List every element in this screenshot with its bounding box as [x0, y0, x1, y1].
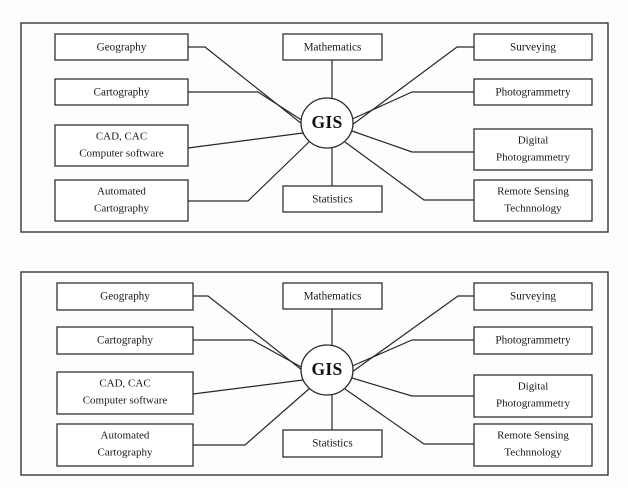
node-label-line1: CAD, CAC — [96, 131, 147, 143]
connector-remote-sensing — [344, 141, 474, 201]
gis-center-label: GIS — [311, 112, 342, 132]
node-label-line2: Photogrammetry — [496, 152, 570, 164]
node-label-line1: CAD, CAC — [99, 378, 150, 390]
node-cad-cac[interactable]: CAD, CAC Computer software — [56, 371, 194, 415]
node-label-line1: Remote Sensing — [497, 430, 569, 442]
node-label: Surveying — [510, 291, 556, 303]
connector-geography — [193, 295, 308, 375]
node-statistics[interactable]: Statistics — [282, 185, 383, 213]
node-gis-center[interactable]: GIS — [300, 344, 354, 396]
node-photogrammetry[interactable]: Photogrammetry — [473, 326, 593, 355]
connector-surveying — [351, 295, 474, 373]
node-surveying[interactable]: Surveying — [473, 282, 593, 311]
node-label-line1: Remote Sensing — [497, 186, 569, 198]
node-label-line1: Digital — [518, 135, 549, 147]
gis-relationship-diagram-bottom: Geography Cartography CAD, CAC Computer … — [0, 244, 628, 488]
connector-cartography — [193, 339, 304, 369]
node-surveying[interactable]: Surveying — [473, 33, 593, 61]
node-mathematics[interactable]: Mathematics — [282, 33, 383, 61]
node-label-line2: Computer software — [79, 148, 164, 160]
connector-cartography — [188, 91, 304, 122]
node-label-line2: Cartography — [94, 203, 149, 215]
node-label-line2: Technnology — [504, 203, 562, 215]
connector-automated-cartography — [188, 140, 311, 202]
node-label: Cartography — [94, 87, 150, 99]
node-statistics[interactable]: Statistics — [282, 429, 383, 458]
node-automated-cartography[interactable]: Automated Cartography — [56, 423, 194, 467]
node-label-line1: Automated — [97, 186, 146, 198]
node-label: Geography — [100, 291, 150, 303]
node-photogrammetry[interactable]: Photogrammetry — [473, 78, 593, 106]
node-label-line1: Digital — [518, 381, 549, 393]
node-remote-sensing[interactable]: Remote Sensing Technnology — [473, 179, 593, 222]
node-label: Photogrammetry — [495, 87, 571, 99]
connector-photogrammetry — [349, 339, 474, 368]
connector-surveying — [351, 46, 474, 126]
connector-digital-photogrammetry — [351, 377, 474, 397]
diagram-frame — [20, 22, 609, 233]
node-cartography[interactable]: Cartography — [56, 326, 194, 355]
node-mathematics[interactable]: Mathematics — [282, 282, 383, 310]
node-automated-cartography[interactable]: Automated Cartography — [54, 179, 189, 222]
node-label-line2: Technnology — [504, 447, 562, 459]
node-label-line1: Automated — [101, 430, 150, 442]
node-label: Mathematics — [304, 42, 362, 54]
node-digital-photogrammetry[interactable]: Digital Photogrammetry — [473, 374, 593, 418]
node-label: Surveying — [510, 42, 556, 54]
gis-center-label: GIS — [311, 359, 342, 379]
node-label: Mathematics — [304, 291, 362, 303]
diagram-frame — [20, 271, 609, 476]
connector-digital-photogrammetry — [351, 130, 474, 153]
node-label: Cartography — [97, 335, 153, 347]
node-label: Statistics — [312, 194, 352, 206]
node-geography[interactable]: Geography — [56, 282, 194, 311]
connector-automated-cartography — [193, 387, 311, 446]
node-label-line2: Computer software — [83, 395, 168, 407]
node-label: Photogrammetry — [495, 335, 571, 347]
connector-cad-cac — [192, 379, 304, 395]
connector-group — [192, 295, 474, 446]
node-label: Statistics — [312, 438, 352, 450]
connector-photogrammetry — [349, 91, 474, 121]
node-gis-center[interactable]: GIS — [300, 97, 354, 149]
gis-relationship-diagram-top: Geography Cartography CAD, CAC Computer … — [20, 22, 609, 233]
node-digital-photogrammetry[interactable]: Digital Photogrammetry — [473, 128, 593, 171]
connector-group — [187, 46, 474, 202]
node-label-line2: Cartography — [98, 447, 153, 459]
node-label: Geography — [97, 42, 147, 54]
node-remote-sensing[interactable]: Remote Sensing Technnology — [473, 423, 593, 467]
node-cad-cac[interactable]: CAD, CAC Computer software — [54, 124, 189, 167]
connector-cad-cac — [187, 132, 304, 149]
node-label-line2: Photogrammetry — [496, 398, 570, 410]
node-cartography[interactable]: Cartography — [54, 78, 189, 106]
node-geography[interactable]: Geography — [54, 33, 189, 61]
connector-remote-sensing — [344, 388, 474, 445]
